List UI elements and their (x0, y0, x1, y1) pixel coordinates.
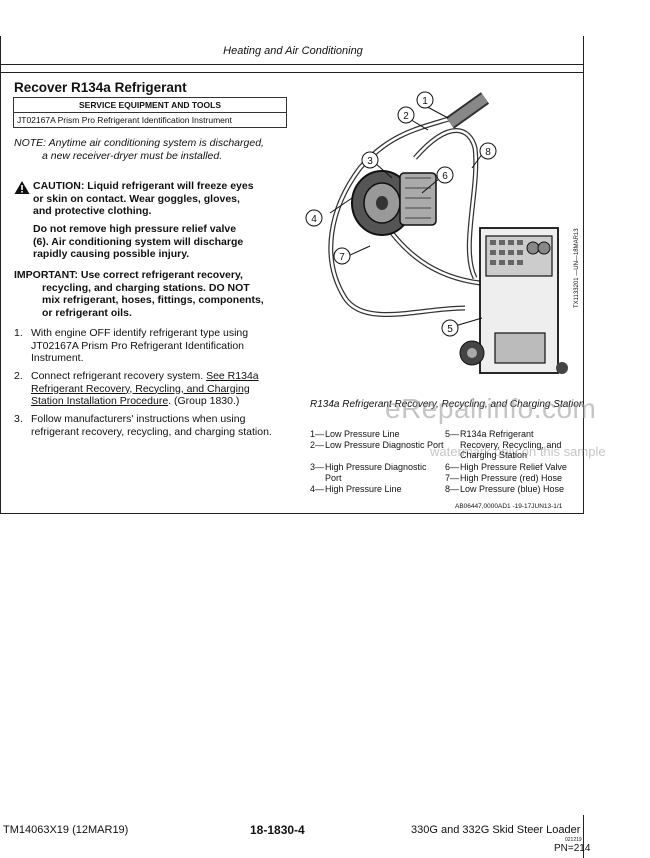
figure-caption: R134a Refrigerant Recovery, Recycling, a… (310, 399, 585, 410)
callout-5: 5 (447, 324, 453, 335)
right-border (583, 36, 584, 514)
footer-model: 330G and 332G Skid Steer Loader (411, 824, 581, 836)
important-block: IMPORTANT: Use correct refrigerant recov… (14, 269, 284, 319)
callout-6: 6 (442, 171, 448, 182)
section-title: Recover R134a Refrigerant (14, 80, 187, 95)
tools-table-row: JT02167A Prism Pro Refrigerant Identific… (13, 112, 287, 128)
legend-key: 2— (310, 440, 325, 450)
step-3-line-2: refrigerant recovery, recycling, and cha… (31, 425, 272, 438)
tools-table-header: SERVICE EQUIPMENT AND TOOLS (13, 97, 287, 113)
callout-1: 1 (422, 96, 428, 107)
footer-right-rule (583, 815, 584, 858)
step-2-text: Connect refrigerant recovery system. (31, 370, 204, 382)
callout-4: 4 (311, 214, 317, 225)
reference-code: AB06447,0000AD1 -19-17JUN13-1/1 (455, 503, 563, 510)
important-line-3: mix refrigerant, hoses, fittings, compon… (42, 294, 264, 306)
caution-p2-line-2: (6). Air conditioning system will discha… (33, 235, 244, 248)
step-number: 2. (14, 370, 23, 382)
legend-value: High Pressure Line (325, 484, 402, 494)
legend-value: High Pressure Diagnostic Port (325, 462, 427, 483)
legend-left: 1—Low Pressure Line 2—Low Pressure Diagn… (310, 429, 444, 495)
warning-triangle-icon (14, 181, 30, 194)
watermark-sub: watermark only on this sample (430, 444, 606, 459)
header-rule (0, 64, 584, 65)
legend-key: 8— (445, 484, 460, 494)
step-2-link-part-2[interactable]: Refrigerant Recovery, Recycling, and Cha… (31, 382, 250, 395)
caution-block: CAUTION: Liquid refrigerant will freeze … (33, 180, 283, 218)
legend-value: R134a Refrigerant Recovery, Recycling, a… (460, 429, 562, 460)
important-line-4: or refrigerant oils. (42, 306, 132, 319)
footer-manual-id: TM14063X19 (12MAR19) (3, 824, 129, 836)
section-top-rule (0, 72, 584, 73)
caution-relief-valve-block: Do not remove high pressure relief valve… (33, 223, 283, 261)
page-header-title: Heating and Air Conditioning (223, 45, 363, 57)
callout-3: 3 (367, 156, 373, 167)
step-number: 3. (14, 413, 23, 425)
legend-value: Low Pressure Diagnostic Port (325, 440, 444, 450)
step-2-group-ref: . (Group 1830.) (168, 395, 240, 407)
note-line-1: NOTE: Anytime air conditioning system is… (14, 137, 264, 149)
important-line-1: IMPORTANT: Use correct refrigerant recov… (14, 269, 243, 281)
caution-line-1: CAUTION: Liquid refrigerant will freeze … (33, 180, 254, 192)
legend-key: 5— (445, 429, 460, 439)
legend-value: Low Pressure (blue) Hose (460, 484, 565, 494)
step-2-link-part-3[interactable]: Station Installation Procedure (31, 395, 169, 407)
footer-page-number: 18-1830-4 (250, 823, 305, 837)
caution-p2-line-1: Do not remove high pressure relief valve (33, 223, 237, 235)
step-number: 1. (14, 327, 23, 339)
section-bottom-rule (0, 513, 584, 514)
caution-line-3: and protective clothing. (33, 205, 152, 217)
step-1-line-2: JT02167A Prism Pro Refrigerant Identific… (31, 339, 245, 352)
step-2-link-part-1[interactable]: See R134a (206, 370, 259, 382)
caution-p2-line-3: rapidly causing possible injury. (33, 248, 190, 260)
refrigerant-station-illustration: 1 2 3 4 5 6 7 8 (305, 91, 568, 374)
note-block: NOTE: Anytime air conditioning system is… (14, 137, 284, 162)
legend-right: 5—R134a Refrigerant Recovery, Recycling,… (445, 429, 580, 495)
left-border (0, 36, 1, 514)
callout-7: 7 (339, 252, 345, 263)
step-1-line-3: Instrument. (31, 352, 84, 364)
callout-2: 2 (403, 111, 409, 122)
legend-key: 1— (310, 429, 325, 439)
step-1-line-1: With engine OFF identify refrigerant typ… (31, 327, 249, 339)
legend-key: 4— (310, 484, 325, 494)
figure-side-code: TX1133201 —UN—18MAR13 (574, 228, 580, 308)
footer-date-code: 021219 (565, 837, 582, 843)
legend-key: 6— (445, 462, 460, 472)
legend-value: High Pressure (red) Hose (460, 473, 563, 483)
service-tools-table: SERVICE EQUIPMENT AND TOOLS JT02167A Pri… (13, 97, 287, 128)
legend-value: High Pressure Relief Valve (460, 462, 567, 472)
footer-pn: PN=214 (554, 843, 591, 854)
legend-value: Low Pressure Line (325, 429, 400, 439)
legend-key: 7— (445, 473, 460, 483)
step-3-line-1: Follow manufacturers' instructions when … (31, 413, 246, 425)
caution-line-2: or skin on contact. Wear goggles, gloves… (33, 192, 240, 205)
callout-8: 8 (485, 147, 491, 158)
important-line-2: recycling, and charging stations. DO NOT (42, 281, 250, 294)
legend-key: 3— (310, 462, 325, 472)
note-line-2: a new receiver-dryer must be installed. (42, 149, 223, 162)
watermark: eRepairinfo.com (385, 393, 597, 424)
